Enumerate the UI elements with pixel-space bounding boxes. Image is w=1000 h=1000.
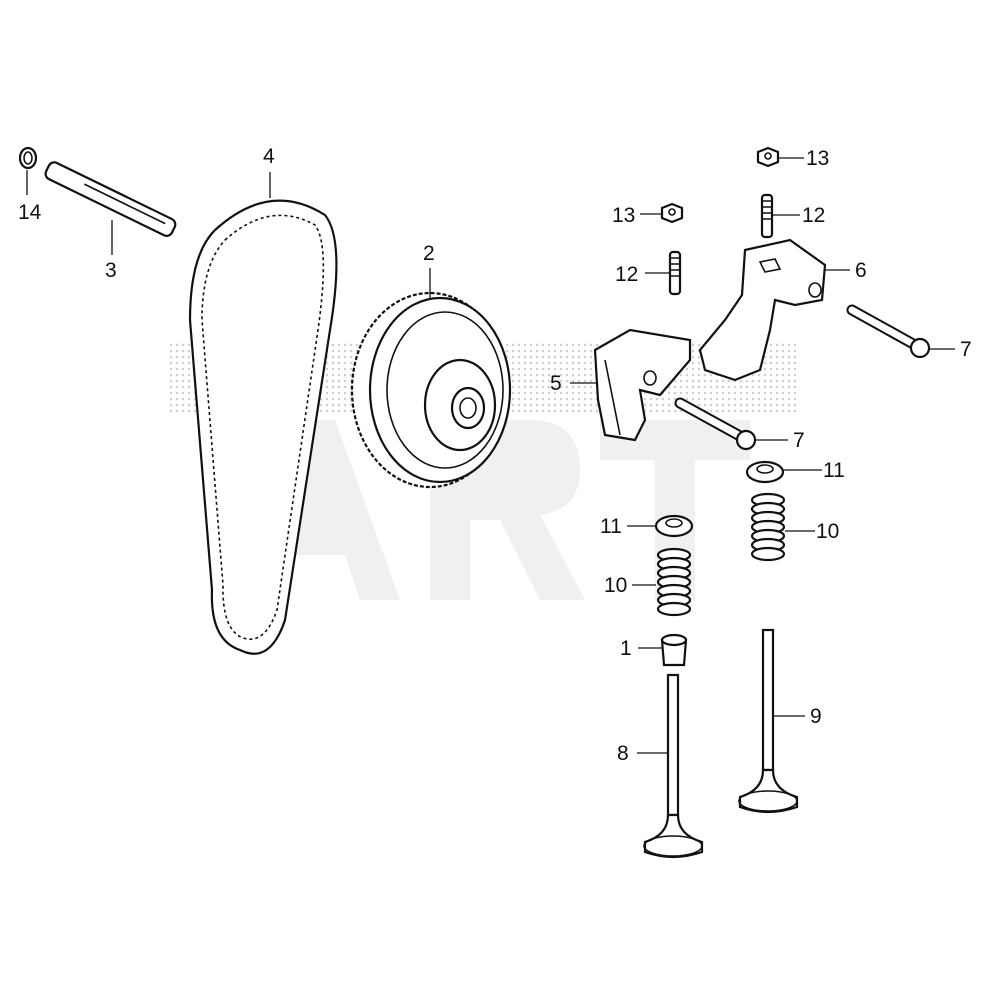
callout-2: 2 (423, 242, 435, 265)
callout-3: 3 (105, 259, 117, 282)
callout-7: 7 (793, 429, 805, 452)
nut-icon (756, 146, 780, 168)
intake-valve-icon (643, 673, 704, 859)
valve-spring-icon (750, 492, 786, 562)
adjusting-screw-icon (760, 193, 774, 239)
callout-8: 8 (617, 742, 629, 765)
nut-icon (660, 202, 684, 224)
valve-spring-icon (656, 547, 692, 617)
callout-10: 10 (604, 574, 628, 597)
callout-12: 12 (802, 204, 826, 227)
callout-7: 7 (960, 338, 972, 361)
callout-11: 11 (823, 459, 845, 482)
exhaust-valve-icon (738, 628, 799, 814)
callout-12: 12 (615, 263, 639, 286)
spring-coil (750, 546, 786, 562)
callout-10: 10 (816, 520, 840, 543)
rocker-arm-icon (698, 238, 827, 382)
spring-coil (656, 601, 692, 617)
callout-13: 13 (612, 204, 636, 227)
callout-6: 6 (855, 259, 867, 282)
callout-13: 13 (806, 147, 830, 170)
callout-5: 5 (550, 372, 562, 395)
adjusting-screw-icon (668, 250, 682, 296)
shaft-icon (44, 161, 177, 237)
spring-retainer-icon (654, 514, 694, 538)
valve-stem-seal-icon (660, 633, 688, 667)
o-ring-icon (18, 146, 38, 170)
leader-lines (26, 157, 955, 754)
timing-belt-icon (188, 199, 338, 655)
callout-4: 4 (263, 145, 275, 168)
spring-retainer-icon (745, 460, 785, 484)
callout-9: 9 (810, 705, 822, 728)
callout-1: 1 (620, 637, 632, 660)
rocker-arm-icon (593, 328, 692, 442)
callout-11: 11 (600, 515, 622, 538)
camshaft-pulley-icon (350, 291, 512, 489)
callout-14: 14 (18, 201, 42, 224)
rocker-shaft-icon (846, 304, 931, 359)
